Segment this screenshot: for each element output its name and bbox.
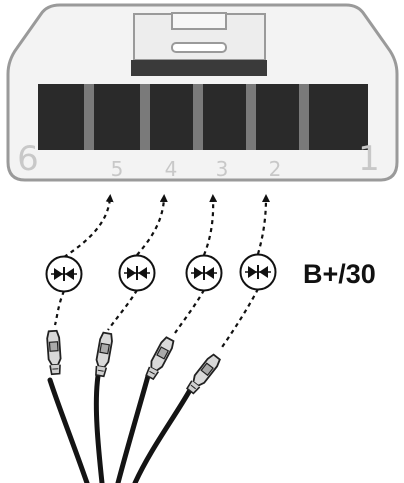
pin-label-1: 1 (358, 139, 380, 179)
cavity-separators (84, 84, 309, 150)
arrow-to-pin4 (136, 194, 168, 256)
wire-bundle (47, 373, 193, 483)
connector-housing: 6 5 4 3 2 1 (6, 3, 399, 182)
bidirectional-diode-icon (239, 253, 277, 291)
bidirectional-diode-icon (185, 254, 223, 292)
arrow-to-pin3 (202, 194, 218, 256)
connection-arrows (53, 194, 270, 351)
link-diode3-terminal (174, 289, 205, 334)
crimp-terminal-icon (45, 329, 63, 376)
arrow-to-pin2 (256, 194, 270, 255)
arrow-to-pin5 (63, 194, 114, 258)
latch-top-tab (171, 12, 227, 30)
wire-pin5 (47, 377, 90, 483)
pin-label-3: 3 (216, 157, 229, 181)
crimp-terminal-icon (143, 335, 177, 381)
pin-label-5: 5 (111, 157, 124, 181)
crimp-terminal-icon (184, 352, 223, 396)
bidirectional-diode-icon (45, 255, 83, 293)
wire-pin3 (115, 373, 151, 483)
link-diode4-terminal (107, 289, 138, 331)
pin-label-4: 4 (165, 157, 178, 181)
pin-label-6: 6 (17, 139, 39, 179)
supply-label: B+/30 (303, 259, 376, 289)
latch-slot (171, 42, 227, 53)
wire-pin4 (93, 373, 105, 483)
latch-band (131, 60, 267, 76)
link-diode5-terminal (53, 290, 66, 326)
pin-label-2: 2 (269, 157, 282, 181)
bidirectional-diode-icon (118, 254, 156, 292)
wire-pin2 (132, 387, 193, 483)
crimp-terminal-icon (93, 331, 115, 378)
link-diode2-terminal (219, 288, 259, 351)
